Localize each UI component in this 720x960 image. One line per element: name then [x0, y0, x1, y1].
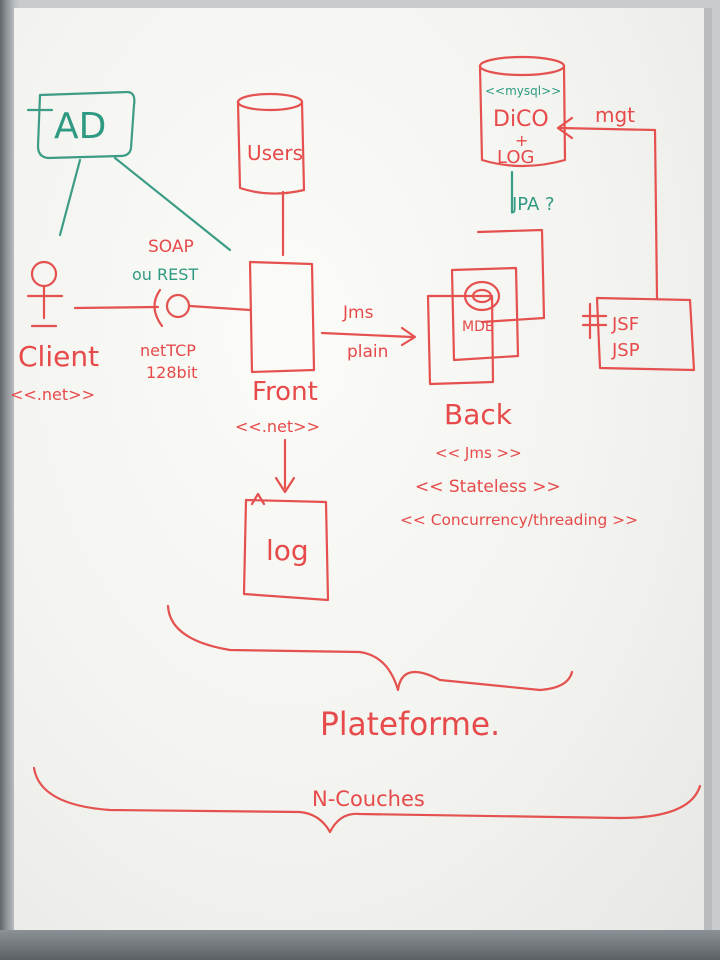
back-label: Back	[444, 398, 513, 431]
client-label: Client	[18, 340, 99, 373]
nettcp-label: netTCP	[140, 341, 196, 360]
users-database: Users	[236, 92, 306, 257]
jms-link: Jms plain	[320, 303, 417, 362]
dico-label: DiCO	[493, 107, 549, 132]
log-db-label: LOG	[497, 147, 535, 168]
ad-node: AD	[26, 90, 232, 252]
whiteboard	[14, 8, 712, 948]
whiteboard-tray	[0, 930, 720, 960]
back-stereotype-jms: << Jms >>	[435, 444, 522, 462]
mgt-label: mgt	[595, 103, 635, 127]
jsf-component: JSF JSP	[581, 296, 696, 372]
back-stereotype-concurrency: << Concurrency/threading >>	[400, 511, 638, 529]
front-label: Front	[252, 377, 318, 407]
mysql-stereotype: <<mysql>>	[485, 84, 561, 98]
bits-label: 128bit	[146, 363, 197, 382]
plus-label: +	[515, 131, 528, 150]
ncouches-brace: N-Couches	[32, 766, 702, 834]
rest-label: ou REST	[132, 265, 198, 284]
back-stereotype-stateless: << Stateless >>	[415, 477, 561, 497]
platform-brace: Plateforme.	[166, 604, 574, 743]
mgt-link: mgt	[556, 103, 659, 300]
jsf-label: JSF	[611, 314, 639, 335]
jpa-label: JPA ?	[511, 194, 555, 215]
front-component: Front <<.net>>	[235, 260, 320, 494]
client-actor: Client <<.net>>	[10, 260, 99, 404]
log-artifact: log	[242, 492, 330, 602]
users-label: Users	[247, 141, 303, 165]
soap-interface: SOAP ou REST netTCP 128bit	[73, 237, 252, 382]
log-label: log	[266, 534, 309, 567]
platform-label: Plateforme.	[320, 705, 500, 743]
jms-label: Jms	[342, 303, 374, 323]
client-stereotype: <<.net>>	[10, 385, 95, 404]
soap-label: SOAP	[148, 237, 194, 257]
ncouches-label: N-Couches	[312, 787, 425, 811]
jsp-label: JSP	[611, 340, 640, 361]
back-component: MDB Back << Jms >> << Stateless >> << Co…	[400, 228, 638, 529]
plain-label: plain	[347, 342, 388, 362]
mysql-database: <<mysql>> DiCO + LOG JPA ?	[478, 55, 567, 215]
ad-label: AD	[54, 106, 106, 147]
mdb-label: MDB	[462, 319, 494, 335]
front-stereotype: <<.net>>	[235, 417, 320, 436]
